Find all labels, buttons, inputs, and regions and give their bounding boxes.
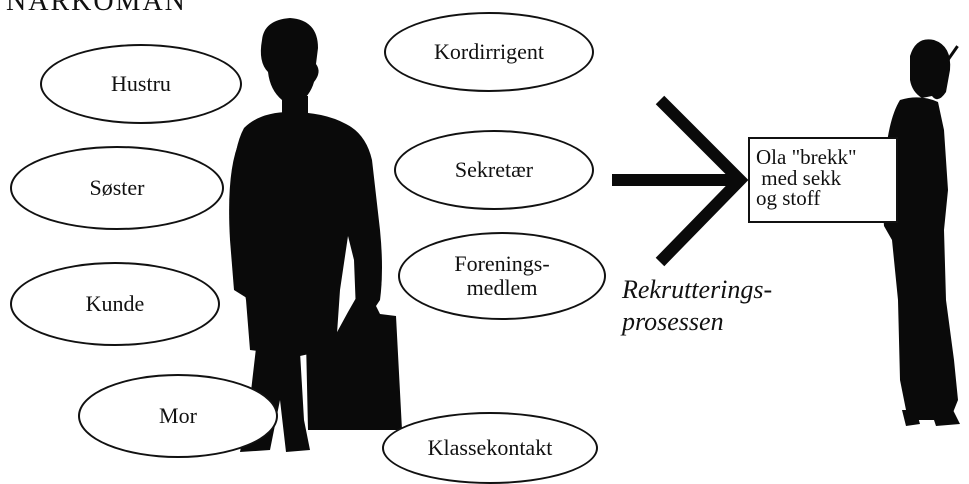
role-label-foreningsmedlem-line2: medlem bbox=[466, 275, 538, 300]
role-oval-mor: Mor bbox=[78, 374, 278, 458]
process-caption-line1: Rekrutterings- bbox=[622, 275, 773, 304]
process-caption-line2: prosessen bbox=[622, 306, 724, 336]
addict-label-box: Ola "brekk" med sekk og stoff bbox=[748, 137, 898, 223]
role-label-kunde: Kunde bbox=[85, 290, 145, 316]
businessman-silhouette bbox=[229, 18, 402, 452]
role-label-sekretaer: Sekretær bbox=[454, 156, 534, 182]
role-oval-foreningsmedlem: Forenings- medlem bbox=[398, 232, 606, 320]
role-label-klassekontakt: Klassekontakt bbox=[427, 434, 553, 460]
addict-label-line3: og stoff bbox=[756, 186, 821, 211]
role-oval-soster: Søster bbox=[10, 146, 224, 230]
role-oval-hustru: Hustru bbox=[40, 44, 242, 124]
role-label-hustru: Hustru bbox=[111, 70, 171, 96]
role-label-mor: Mor bbox=[159, 402, 197, 428]
role-oval-sekretaer: Sekretær bbox=[394, 130, 594, 210]
role-oval-kordirrigent: Kordirrigent bbox=[384, 12, 594, 92]
addict-label-line2: med sekk bbox=[756, 165, 842, 190]
role-label-soster: Søster bbox=[89, 174, 145, 200]
role-oval-kunde: Kunde bbox=[10, 262, 220, 346]
role-label-foreningsmedlem-line1: Forenings- bbox=[454, 250, 550, 276]
recruitment-arrow bbox=[612, 95, 749, 267]
addict-silhouette bbox=[882, 39, 960, 426]
role-oval-klassekontakt: Klassekontakt bbox=[382, 412, 598, 484]
page-title: NARKOMAN bbox=[6, 0, 187, 17]
process-caption: Rekrutterings- prosessen bbox=[622, 274, 772, 337]
addict-label-line1: Ola "brekk" bbox=[756, 145, 857, 169]
role-label-kordirrigent: Kordirrigent bbox=[434, 38, 544, 64]
